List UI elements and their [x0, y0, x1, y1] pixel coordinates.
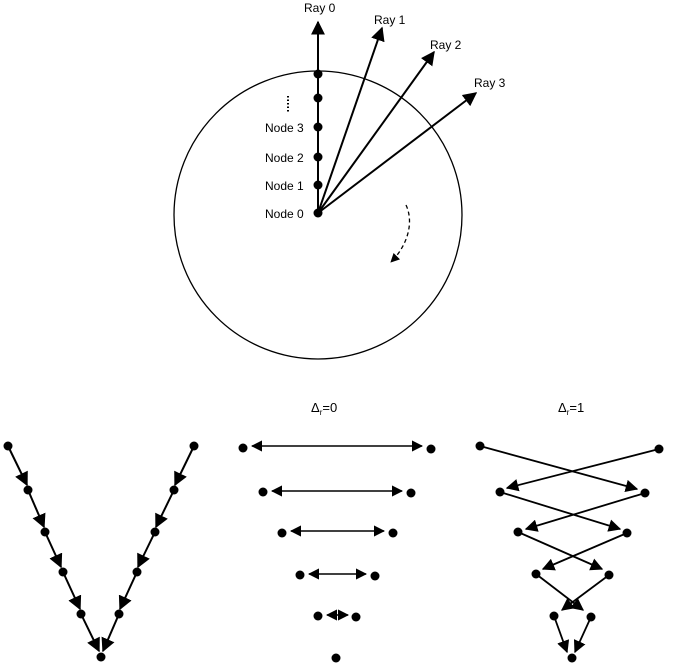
pair-node [406, 488, 416, 498]
node-dot-3 [313, 122, 323, 132]
node-dot-1 [313, 180, 323, 190]
ray-circle-figure: Ray 0 Ray 1 Ray 2 Ray 3 Node 3 Node 2 No… [173, 1, 506, 360]
node-3-label: Node 3 [265, 121, 304, 135]
cross-edge-5a [553, 615, 570, 654]
delta-r-0-title: Δr=0 [311, 400, 337, 417]
cross-node [604, 570, 614, 580]
ray-1-arrow [317, 26, 385, 214]
v-right-edge-4 [118, 571, 138, 611]
cross-node [513, 527, 523, 537]
v-left-edge-3 [44, 531, 63, 569]
cross-node [654, 444, 664, 454]
pair-node [277, 528, 287, 538]
delta-r-0-figure: Δr=0 [238, 400, 436, 663]
pair-node [258, 487, 268, 497]
pair-node [295, 570, 305, 580]
v-right-edge-2 [155, 489, 175, 529]
delta-r-1-figure: Δr=1 [475, 400, 664, 663]
node-2-label: Node 2 [265, 151, 304, 165]
ray-2-arrow [317, 50, 435, 214]
pair-node [238, 443, 248, 453]
cross-node-bottom [567, 653, 577, 663]
v-node [150, 527, 160, 537]
cross-edge-4b [560, 574, 610, 611]
v-right-edge-5 [101, 613, 120, 653]
cross-node [622, 528, 632, 538]
v-right-edge-3 [137, 531, 156, 569]
node-dot-5 [313, 93, 323, 103]
pair-node [426, 444, 436, 454]
v-node [23, 485, 33, 495]
v-node [189, 441, 199, 451]
pair-node [313, 611, 323, 621]
v-node [58, 567, 68, 577]
cross-node [495, 487, 505, 497]
cross-node [640, 488, 650, 498]
ray-0-label: Ray 0 [304, 1, 336, 15]
node-dot-top [313, 69, 323, 79]
v-left-edge-2 [27, 489, 46, 529]
v-node [114, 609, 124, 619]
cross-edge-1a [479, 445, 639, 493]
v-left-edge-4 [62, 571, 82, 611]
v-node [40, 527, 50, 537]
cross-node [549, 611, 559, 621]
cross-node [586, 612, 596, 622]
node-dot-2 [313, 152, 323, 162]
rotation-direction-arrow [390, 204, 411, 263]
cross-edge-3b [541, 532, 628, 571]
pair-node [370, 571, 380, 581]
node-0-label: Node 0 [265, 207, 304, 221]
pair-node-bottom [331, 653, 341, 663]
v-node-bottom [96, 652, 106, 662]
v-node [132, 567, 142, 577]
v-right-edge-1 [174, 445, 195, 487]
v-left-edge-1 [7, 445, 28, 487]
ray-1-label: Ray 1 [374, 13, 406, 27]
cross-edge-4a [535, 573, 585, 611]
delta-r-1-title: Δr=1 [558, 400, 584, 417]
v-node [169, 485, 179, 495]
cross-edge-1b [505, 448, 660, 492]
cross-edge-5b [573, 616, 592, 654]
pair-node [351, 612, 361, 622]
v-sequence-figure [3, 441, 199, 662]
cross-node [531, 569, 541, 579]
cross-node [475, 441, 485, 451]
ray-2-label: Ray 2 [430, 38, 462, 52]
cross-edge-3a [517, 531, 604, 571]
cross-edge-2b [524, 492, 646, 532]
v-node [76, 609, 86, 619]
ray-3-label: Ray 3 [474, 76, 506, 90]
cross-edge-2a [499, 491, 622, 532]
v-left-edge-5 [80, 613, 100, 653]
v-node [3, 441, 13, 451]
node-1-label: Node 1 [265, 179, 304, 193]
pair-node [388, 528, 398, 538]
ray-3-arrow [317, 92, 478, 214]
node-dot-0 [313, 208, 323, 218]
